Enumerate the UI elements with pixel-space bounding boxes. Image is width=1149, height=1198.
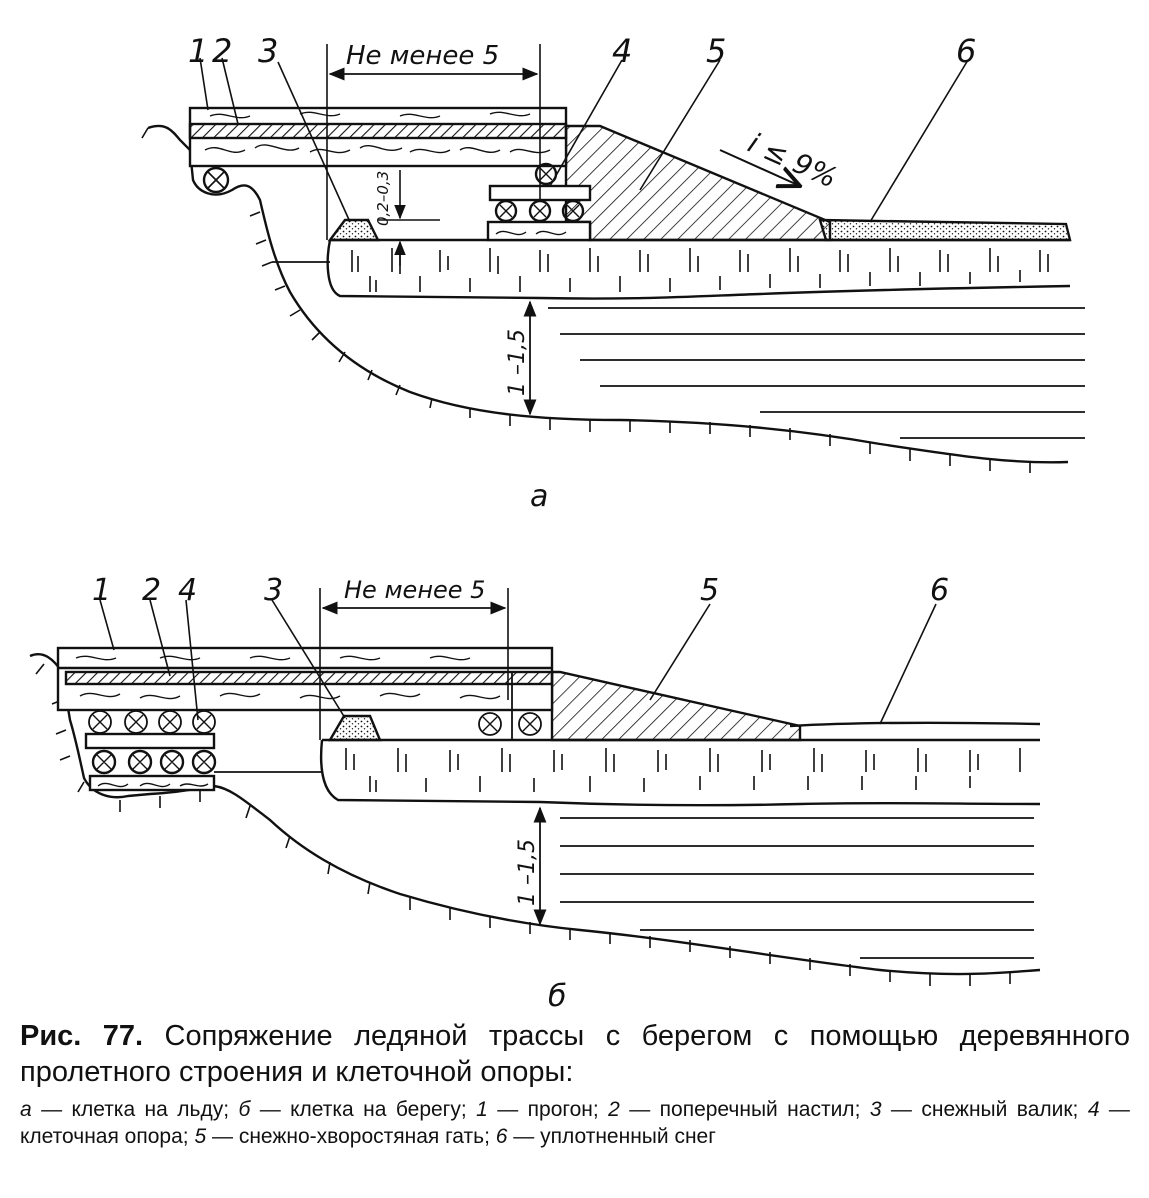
callout-4-b: 4 xyxy=(178,573,197,608)
snow-fascine-gat-b xyxy=(550,670,802,742)
callout-5-b: 5 xyxy=(700,573,719,608)
callout-6-a: 6 xyxy=(956,32,976,70)
callout-4-a: 4 xyxy=(612,32,632,70)
callout-3-a: 3 xyxy=(258,32,278,70)
snow-roller-b xyxy=(327,714,382,742)
caption-title: Сопряжение ледяной трассы с берегом с по… xyxy=(20,1020,1130,1088)
diagram-b xyxy=(29,588,1041,986)
crib-support-b xyxy=(84,732,217,792)
figure-number: Рис. 77. xyxy=(20,1020,144,1052)
callout-2-a: 2 xyxy=(212,32,232,70)
callout-2-b: 2 xyxy=(142,573,161,608)
shore-roller-a xyxy=(202,166,230,194)
dimension-span-a: Не менее 5 xyxy=(346,41,499,71)
callout-5-a: 5 xyxy=(706,32,726,70)
callout-3-b: 3 xyxy=(264,573,283,608)
legend-item: 2 — поперечный настил; xyxy=(608,1098,861,1121)
water-a xyxy=(272,261,1085,439)
callout-6-b: 6 xyxy=(930,573,949,608)
labels-a: 1 2 3 4 5 6 Не менее 5 0,2–0,3 1 –1,5 i … xyxy=(188,32,976,514)
ground-ticks-a xyxy=(141,127,1031,473)
slope-label-a: i ≤ 9% xyxy=(743,126,842,194)
snow-roller-a xyxy=(327,218,380,242)
deck-a xyxy=(188,122,568,140)
rollers-b xyxy=(88,672,542,740)
deck-b xyxy=(64,670,554,686)
callout-1-a: 1 xyxy=(188,32,208,70)
figure-caption: Рис. 77. Сопряжение ледяной трассы с бер… xyxy=(20,1018,1130,1150)
ice-sheet-b xyxy=(319,738,1041,807)
dimension-span-b: Не менее 5 xyxy=(344,576,485,604)
labels-b: 1 2 4 3 5 6 Не менее 5 1 –1,5 б xyxy=(92,573,949,1010)
compacted-snow-a xyxy=(818,218,1072,242)
legend-item: б — клетка на берегу; xyxy=(238,1098,467,1121)
shore-b xyxy=(29,653,1041,976)
legend-item: 1 — прогон; xyxy=(476,1098,599,1121)
callout-1-b: 1 xyxy=(92,573,111,608)
bridge-diagram: 1 2 3 4 5 6 Не менее 5 0,2–0,3 1 –1,5 i … xyxy=(29,32,1085,1010)
caption-legend: а — клетка на льду; б — клетка на берегу… xyxy=(20,1096,1130,1150)
leaders-a xyxy=(199,57,969,223)
legend-item: 3 — снежный валик; xyxy=(869,1098,1079,1121)
legend-item: 6 — уплотненный снег xyxy=(495,1125,716,1148)
dimension-gap-a: 0,2–0,3 xyxy=(374,171,392,226)
wood-grain-a xyxy=(204,111,551,154)
legend-item: а — клетка на льду; xyxy=(20,1098,230,1121)
diagram-a xyxy=(141,44,1085,473)
panel-label-a: а xyxy=(530,479,548,514)
compacted-snow-b xyxy=(789,721,1041,728)
leaders-b xyxy=(99,599,937,725)
dimension-depth-a: 1 –1,5 xyxy=(505,329,530,396)
dimension-depth-b: 1 –1,5 xyxy=(515,839,540,906)
legend-item: 5 — снежно-хворостяная гать; xyxy=(194,1125,490,1148)
panel-label-b: б xyxy=(548,979,567,1010)
ice-marks-b xyxy=(345,748,1021,792)
caption-title-block: Рис. 77. Сопряжение ледяной трассы с бер… xyxy=(20,1018,1130,1090)
legend-item: 4 — клеточная опора; xyxy=(20,1098,1130,1148)
ground-ticks-b xyxy=(35,663,1011,986)
ice-marks-a xyxy=(351,248,1049,292)
water-b xyxy=(214,771,1034,959)
shore-a xyxy=(147,124,1069,464)
ice-sheet-a xyxy=(326,238,1071,300)
